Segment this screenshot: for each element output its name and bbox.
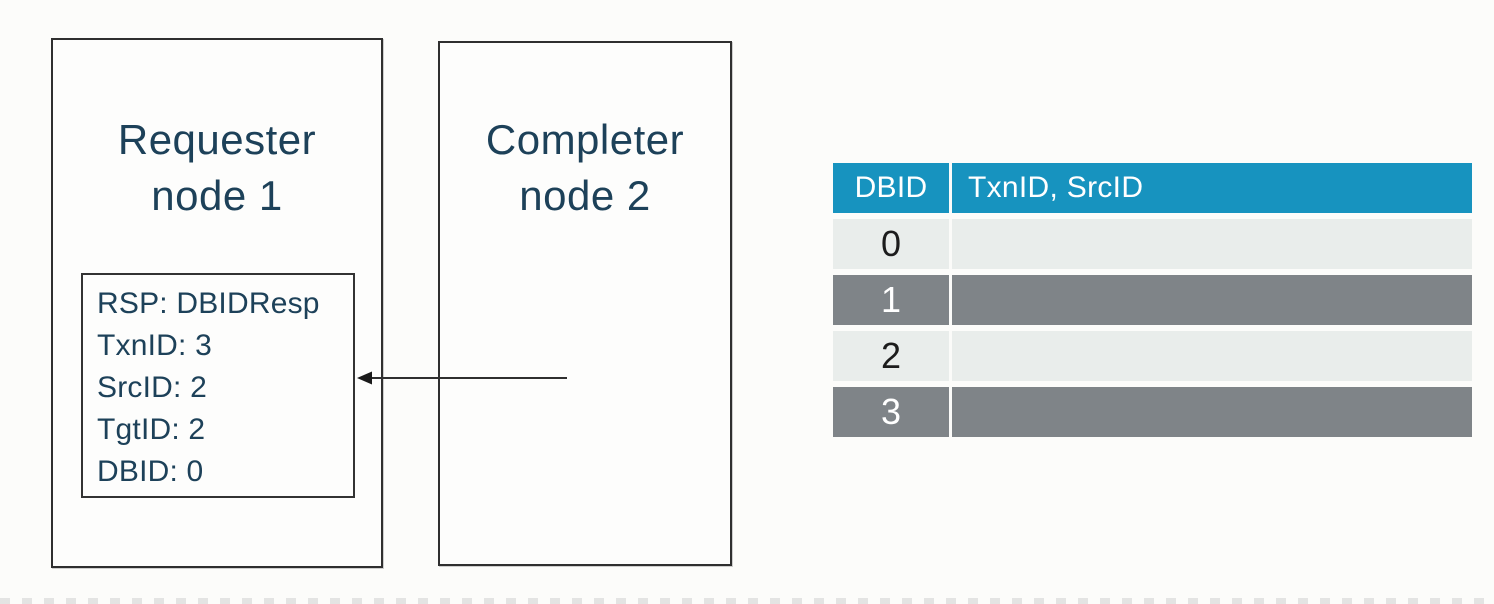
table-row-dbid-3: 3 <box>833 387 1472 437</box>
completer-title-line1: Completer <box>485 116 685 163</box>
requester-title-line2: node 1 <box>151 172 283 219</box>
dbid-cell: 3 <box>833 387 952 437</box>
response-arrow-icon <box>357 371 567 385</box>
table-row-dbid-2: 2 <box>833 331 1472 381</box>
table-header-dbid: DBID <box>833 163 952 213</box>
requester-title-line1: Requester <box>117 116 317 163</box>
requester-node-title: Requester node 1 <box>53 112 381 224</box>
txnid-srcid-cell <box>952 275 1472 325</box>
message-line-dbid: DBID: 0 <box>97 455 204 488</box>
dbid-cell: 1 <box>833 275 952 325</box>
message-line-tgtid: TgtID: 2 <box>97 413 206 446</box>
dbid-tracking-table: DBID TxnID, SrcID 0 1 2 3 <box>833 163 1472 437</box>
message-line-txnid: TxnID: 3 <box>97 329 212 362</box>
message-line-srcid: SrcID: 2 <box>97 371 207 404</box>
table-row-dbid-1: 1 <box>833 275 1472 325</box>
bottom-edge-artifact <box>0 598 1494 604</box>
dbidresp-message-box: RSP: DBIDResp TxnID: 3 SrcID: 2 TgtID: 2… <box>81 273 355 498</box>
table-row-dbid-0: 0 <box>833 219 1472 269</box>
txnid-srcid-cell <box>952 219 1472 269</box>
table-header-row: DBID TxnID, SrcID <box>833 163 1472 213</box>
table-header-txnid-srcid: TxnID, SrcID <box>952 163 1472 213</box>
message-line-rsp: RSP: DBIDResp <box>97 287 320 320</box>
dbid-cell: 2 <box>833 331 952 381</box>
txnid-srcid-cell <box>952 387 1472 437</box>
completer-node-box: Completer node 2 <box>438 41 732 566</box>
completer-node-title: Completer node 2 <box>440 112 730 224</box>
dbid-cell: 0 <box>833 219 952 269</box>
txnid-srcid-cell <box>952 331 1472 381</box>
completer-title-line2: node 2 <box>519 172 651 219</box>
